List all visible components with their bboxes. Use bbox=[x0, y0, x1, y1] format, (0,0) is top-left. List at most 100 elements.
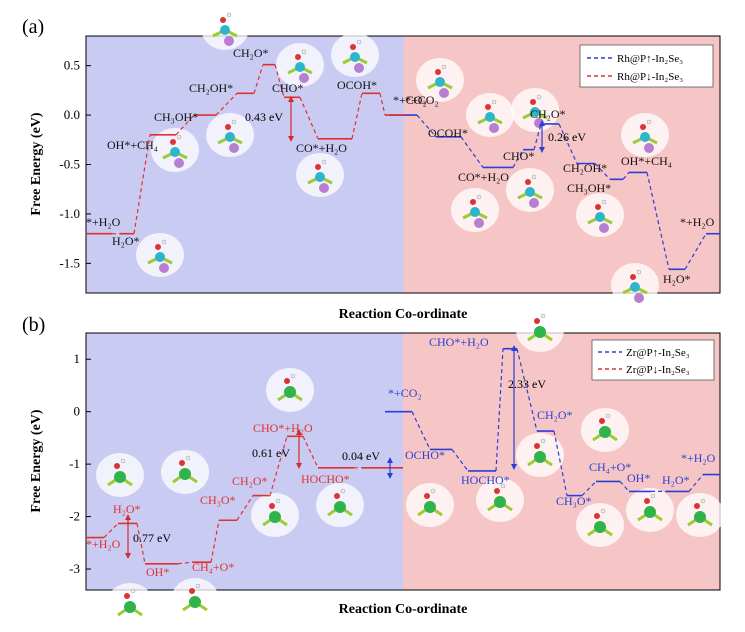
state-label: HOCHO* bbox=[301, 472, 350, 486]
adsorbate-structure bbox=[581, 408, 629, 452]
adsorbate-structure bbox=[106, 583, 154, 627]
panel-b-legend-entry-2: Zr@P↓-In₂Se₃ bbox=[626, 364, 690, 376]
y-tick-label: -1.5 bbox=[59, 255, 80, 270]
panel-a-barrier-label-1: 0.43 eV bbox=[245, 110, 283, 124]
adsorbate-structure bbox=[451, 188, 499, 232]
transition-connector bbox=[646, 172, 670, 270]
panel-a-barrier-label-2: 0.26 eV bbox=[548, 130, 586, 144]
panel-b: (b) Reaction Co-ordinate Free Energy (eV… bbox=[22, 308, 724, 627]
state-label: CH₃O* bbox=[200, 493, 236, 507]
panel-b-label: (b) bbox=[22, 314, 45, 336]
transition-connector bbox=[516, 348, 538, 432]
transition-connector bbox=[253, 64, 264, 94]
adsorbate-structure bbox=[171, 578, 219, 622]
transition-connector bbox=[512, 149, 524, 168]
state-label: CH₂O* bbox=[233, 46, 269, 60]
panel-b-barrier-label-1: 0.77 eV bbox=[133, 531, 171, 545]
y-tick-label: -0.5 bbox=[59, 157, 80, 172]
state-label: *+CO₂ bbox=[405, 93, 439, 107]
adsorbate-structure bbox=[626, 488, 674, 532]
transition-connector bbox=[236, 495, 254, 521]
y-tick-label: 0.0 bbox=[64, 107, 80, 122]
adsorbate-structure bbox=[676, 493, 724, 537]
panel-a: (a) Reaction Co-ordinate Free Energy (eV… bbox=[22, 6, 721, 322]
state-label: HOCHO* bbox=[461, 473, 510, 487]
transition-connector bbox=[379, 93, 386, 116]
transition-connector bbox=[215, 92, 238, 116]
panel-a-label: (a) bbox=[22, 16, 44, 38]
state-label: *+H₂O bbox=[86, 215, 121, 229]
transition-connector bbox=[553, 430, 568, 496]
adsorbate-structure bbox=[416, 58, 464, 102]
adsorbate-structure bbox=[506, 168, 554, 212]
state-label: OH*+CH₄ bbox=[107, 138, 158, 152]
transition-connector bbox=[688, 474, 704, 492]
state-label: *+CO₂ bbox=[393, 93, 427, 107]
adsorbate-structure bbox=[161, 450, 209, 494]
adsorbate-structure bbox=[576, 503, 624, 547]
panel-a-state-labels: *+CO₂OCOH*CO*+H₂OCHO*CH₂O*CH₂OH*CH₃OH*OH… bbox=[86, 46, 715, 286]
state-label: CO*+H₂O bbox=[458, 170, 509, 184]
panel-a-structures bbox=[136, 6, 669, 307]
state-label: CH₂O* bbox=[530, 107, 566, 121]
panel-b-series bbox=[86, 347, 720, 565]
adsorbate-structure bbox=[251, 493, 299, 537]
y-tick-label: -1.0 bbox=[59, 206, 80, 221]
adsorbate-structure bbox=[331, 33, 379, 77]
panel-b-barrier-label-3: 0.04 eV bbox=[342, 449, 380, 463]
state-label: CHO*+H₂O bbox=[253, 421, 313, 435]
adsorbate-structure bbox=[276, 43, 324, 87]
transition-connector bbox=[133, 134, 151, 234]
panel-a-ylabel: Free Energy (eV) bbox=[29, 112, 44, 215]
transition-connector bbox=[451, 449, 469, 472]
state-label: H₂O* bbox=[662, 473, 690, 487]
state-label: OH* bbox=[146, 565, 169, 579]
adsorbate-structure bbox=[136, 233, 184, 277]
state-label: CH₂O* bbox=[537, 408, 573, 422]
adsorbate-structure bbox=[476, 478, 524, 522]
transition-connector bbox=[269, 436, 288, 496]
transition-connector bbox=[274, 64, 285, 98]
state-label: *+CO₂ bbox=[388, 386, 422, 400]
y-tick-label: -3 bbox=[69, 561, 80, 576]
panel-a-legend: Rh@P↑-In₂Se₃ Rh@P↓-In₂Se₃ bbox=[579, 44, 714, 88]
y-tick-label: -2 bbox=[69, 509, 80, 524]
adsorbate-structure bbox=[96, 453, 144, 497]
panel-b-legend: Zr@P↑-In₂Se₃ Zr@P↓-In₂Se₃ bbox=[591, 339, 715, 381]
transition-connector bbox=[103, 522, 119, 538]
y-tick-label: 1 bbox=[74, 351, 81, 366]
transition-connector bbox=[622, 172, 630, 180]
panel-b-ylabel: Free Energy (eV) bbox=[29, 409, 44, 512]
transition-connector bbox=[175, 114, 195, 136]
state-label: CH₄+O* bbox=[192, 560, 234, 574]
state-label: CH₂OH* bbox=[563, 161, 607, 175]
transition-connector bbox=[177, 561, 193, 565]
transition-connector bbox=[619, 481, 630, 492]
adsorbate-structure bbox=[296, 153, 344, 197]
panel-a-legend-entry-1: Rh@P↑-In₂Se₃ bbox=[617, 53, 683, 65]
y-tick-label: 0.5 bbox=[64, 58, 80, 73]
adsorbate-structure bbox=[611, 263, 659, 307]
transition-connector bbox=[460, 136, 484, 168]
state-label: CH₂OH* bbox=[189, 81, 233, 95]
transition-connector bbox=[351, 93, 363, 139]
state-label: OCHO* bbox=[405, 448, 445, 462]
adsorbate-structure bbox=[266, 368, 314, 412]
panel-b-barrier-label-2: 0.61 eV bbox=[252, 446, 290, 460]
transition-connector bbox=[210, 520, 220, 563]
panel-a-y-ticks: 0.5 0.0 -0.5 -1.0 -1.5 bbox=[59, 58, 91, 270]
state-label: OCOH* bbox=[337, 78, 377, 92]
state-label: CH₃OH* bbox=[154, 110, 198, 124]
state-label: *+H₂O bbox=[681, 451, 716, 465]
panel-b-frame bbox=[85, 332, 721, 591]
panel-b-structures bbox=[96, 308, 724, 627]
adsorbate-structure bbox=[516, 308, 564, 352]
y-tick-label: -1 bbox=[69, 456, 80, 471]
state-label: H₂O* bbox=[663, 272, 691, 286]
panel-b-y-ticks: 10-1-2-3 bbox=[69, 351, 91, 576]
transition-connector bbox=[594, 163, 611, 180]
adsorbate-structure bbox=[466, 93, 514, 137]
state-label: OH* bbox=[627, 471, 650, 485]
state-label: H₂O* bbox=[112, 234, 140, 248]
